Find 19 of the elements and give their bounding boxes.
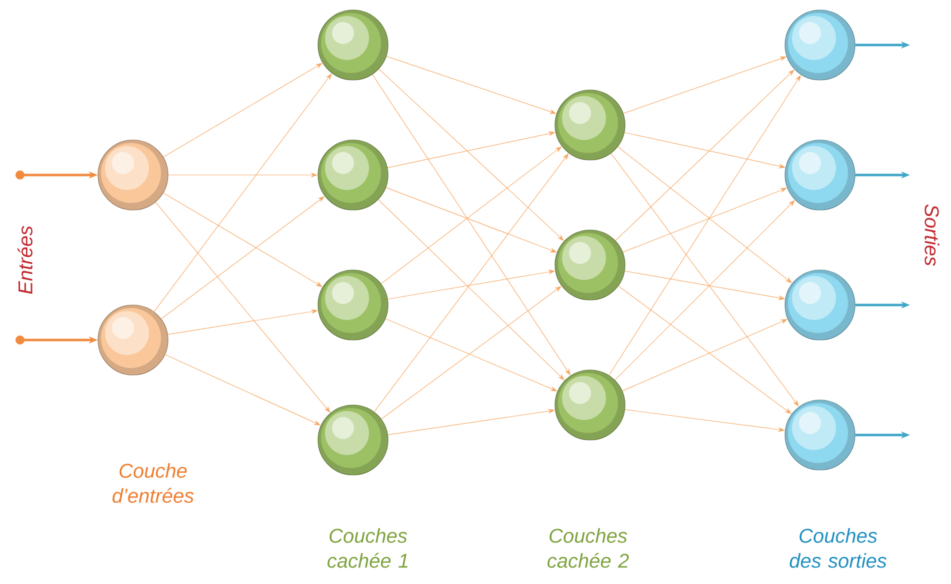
neuron-circle (554, 90, 626, 160)
neuron-circle (98, 304, 168, 376)
neuron-circle (784, 400, 856, 470)
side-label: Sorties (924, 204, 940, 266)
neuron-circle (318, 404, 388, 476)
neuron-circle (784, 140, 856, 210)
layer-label: Couches cachée 2 (548, 528, 629, 568)
neuron-circle (318, 270, 388, 340)
side-label: Entrées (18, 226, 32, 294)
neuron-circle (784, 270, 856, 340)
neuron-circle (318, 10, 388, 80)
neuron-circle (98, 140, 168, 210)
neuron-circle (318, 140, 388, 210)
layer-label: Couche d’entrées (112, 463, 194, 503)
layer-label: Couches cachée 1 (328, 528, 408, 568)
neuron-circle (554, 370, 626, 440)
neuron-circle (554, 230, 626, 300)
neuron-circle (784, 10, 856, 80)
layer-label: Couches des sorties (790, 528, 886, 568)
